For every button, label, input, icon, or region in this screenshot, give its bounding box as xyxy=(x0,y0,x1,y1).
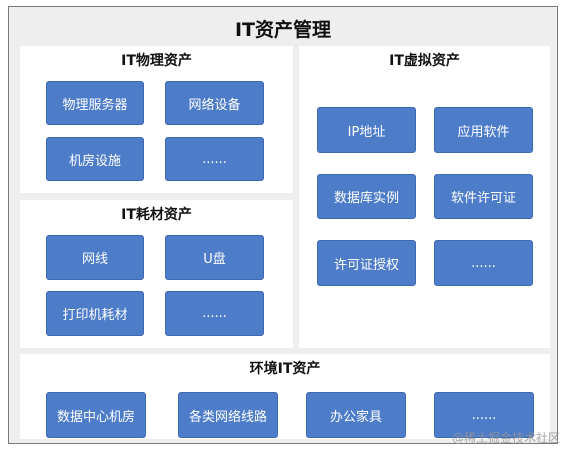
database-instance-box: 数据库实例 xyxy=(317,174,416,219)
physical-assets-panel: IT物理资产 物理服务器 网络设备 机房设施 ...... xyxy=(20,46,293,193)
virtual-more-box: ...... xyxy=(434,240,533,286)
printer-supplies-box: 打印机耗材 xyxy=(46,291,144,336)
diagram-frame: IT资产管理 IT物理资产 物理服务器 网络设备 机房设施 ...... IT耗… xyxy=(8,6,558,444)
watermark-text: @稀土掘金技术社区 xyxy=(451,431,560,445)
network-lines-box: 各类网络线路 xyxy=(178,392,278,438)
physical-assets-title: IT物理资产 xyxy=(121,53,192,69)
office-furniture-box: 办公家具 xyxy=(306,392,406,438)
usb-drive-box: U盘 xyxy=(165,235,264,280)
physical-more-box: ...... xyxy=(165,137,264,181)
ip-address-box: IP地址 xyxy=(317,107,416,153)
consumable-more-box: ...... xyxy=(165,291,264,336)
environment-more-box: ...... xyxy=(434,392,534,438)
software-license-box: 软件许可证 xyxy=(434,174,533,219)
data-center-room-box: 数据中心机房 xyxy=(46,392,146,438)
consumable-assets-title: IT耗材资产 xyxy=(121,207,192,223)
diagram-title: IT资产管理 xyxy=(234,19,332,41)
consumable-assets-panel: IT耗材资产 网线 U盘 打印机耗材 ...... xyxy=(20,200,293,348)
network-cable-box: 网线 xyxy=(46,235,144,280)
virtual-assets-title: IT虚拟资产 xyxy=(389,53,460,69)
environment-assets-panel: 环境IT资产 数据中心机房 各类网络线路 办公家具 ...... xyxy=(20,354,550,439)
application-software-box: 应用软件 xyxy=(434,107,533,153)
environment-assets-title: 环境IT资产 xyxy=(249,361,321,377)
physical-server-box: 物理服务器 xyxy=(46,81,144,125)
machine-room-facility-box: 机房设施 xyxy=(46,137,144,181)
license-authorization-box: 许可证授权 xyxy=(317,240,416,286)
virtual-assets-panel: IT虚拟资产 IP地址 应用软件 数据库实例 软件许可证 许可证授权 .....… xyxy=(299,46,550,348)
network-device-box: 网络设备 xyxy=(165,81,264,125)
